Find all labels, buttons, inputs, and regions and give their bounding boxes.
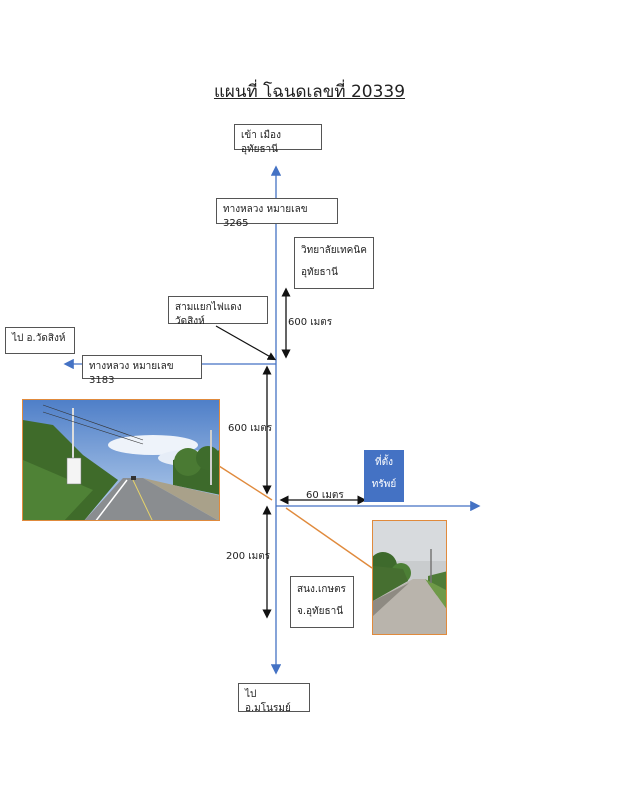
agriculture-office-box: สนง.เกษตร จ.อุทัยธานี [290,576,354,628]
college-label-line1: วิทยาลัยเทคนิค [301,245,367,256]
road-3265-box: ทางหลวง หมายเลข 3265 [216,198,338,229]
property-label-line1: ที่ตั้ง [375,457,393,468]
north-destination-label: เข้า เมืองอุทัยธานี [241,130,281,155]
wat-sing-box: ไป อ.วัดสิงห์ [5,327,75,354]
college-label-line2: อุทัยธานี [301,267,339,278]
distance-60-label: 60 เมตร [306,490,344,501]
agriculture-label-line1: สนง.เกษตร [297,584,346,595]
road-3183-label: ทางหลวง หมายเลข 3183 [89,361,174,386]
north-destination-box: เข้า เมืองอุทัยธานี [234,124,322,155]
road-3183-box: ทางหลวง หมายเลข 3183 [82,355,202,386]
intersection-pointer [215,325,277,361]
agriculture-label-line2: จ.อุทัยธานี [297,606,344,617]
photo-right-pointer [285,507,373,569]
distance-600-top-label: 600 เมตร [288,317,333,328]
map-title: แผนที่ โฉนดเลขที่ 20339 [213,82,406,102]
photo-left-pointer [218,465,273,501]
intersection-label: สามแยกไฟแดงวัดสิงห์ [175,302,242,327]
road-3265-label: ทางหลวง หมายเลข 3265 [223,204,308,229]
manorom-box: ไป อ.มโนรมย์ [238,683,310,714]
intersection-box: สามแยกไฟแดงวัดสิงห์ [168,296,268,327]
manorom-label: ไป อ.มโนรมย์ [245,689,291,714]
wat-sing-label: ไป อ.วัดสิงห์ [12,333,66,344]
distance-200-label: 200 เมตร [226,551,271,562]
property-location-box: ที่ตั้ง ทรัพย์ [364,450,404,502]
college-box: วิทยาลัยเทคนิค อุทัยธานี [294,237,374,289]
distance-600-mid-label: 600 เมตร [228,423,273,434]
lane-photo [372,520,447,635]
property-label-line2: ทรัพย์ [371,479,397,490]
road-photo-image [23,400,219,520]
lane-photo-image [373,521,446,634]
road-photo [22,399,220,521]
